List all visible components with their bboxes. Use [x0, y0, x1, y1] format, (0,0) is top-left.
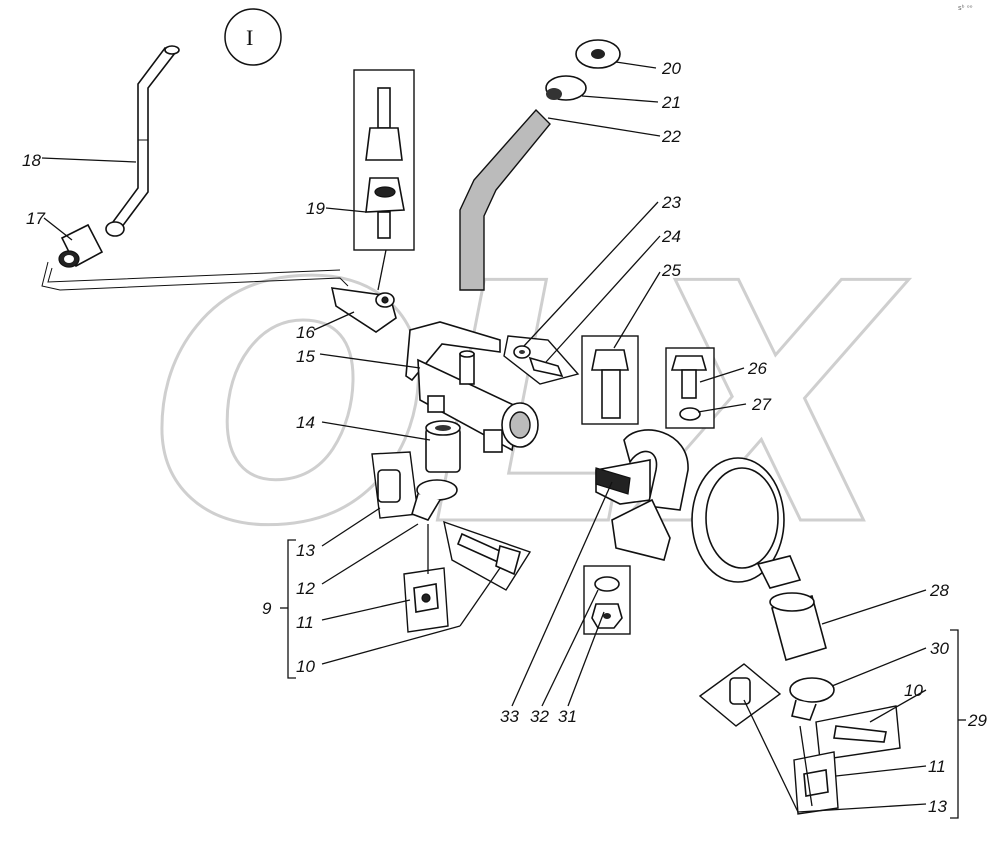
callout-31: 31	[558, 707, 577, 726]
callout-32: 32	[530, 707, 549, 726]
callout-13-upper: 13	[296, 541, 315, 560]
callout-23: 23	[661, 193, 681, 212]
part-15-tube-body	[405, 321, 539, 453]
callout-11-lower: 11	[928, 757, 946, 776]
view-marker: I	[224, 8, 282, 66]
group-brackets	[280, 539, 966, 819]
view-marker-text: I	[246, 25, 253, 50]
callout-28: 28	[929, 581, 949, 600]
part-13-12-clamp-group	[371, 451, 458, 521]
callout-12: 12	[296, 579, 315, 598]
part-23-24-washer-bolt	[503, 335, 580, 385]
callout-10-lower: 10	[904, 681, 923, 700]
callout-19: 19	[306, 199, 325, 218]
part-14-sleeve	[425, 420, 461, 473]
callout-labels: 9 10 10 11 11 12 13 13 14 15 16 17 18 19…	[22, 59, 987, 816]
callout-15: 15	[296, 347, 315, 366]
callout-16: 16	[296, 323, 315, 342]
part-19-fitting-set	[353, 69, 415, 251]
part-16-tee	[330, 287, 397, 333]
part-10-bolt-upper	[443, 520, 532, 591]
part-11-plate-upper	[403, 567, 449, 633]
part-housing	[691, 457, 802, 589]
part-18-pipe	[105, 45, 180, 237]
callout-14: 14	[296, 413, 315, 432]
callout-17: 17	[26, 209, 45, 228]
part-17-sleeve	[58, 223, 104, 268]
part-28-sleeve	[769, 592, 827, 662]
part-20-21-22-flange-hose	[459, 39, 621, 291]
callout-29: 29	[967, 711, 987, 730]
part-26-27-bolt-washer	[665, 347, 715, 429]
callout-24: 24	[661, 227, 681, 246]
part-33-bracket	[595, 429, 689, 561]
callout-13-lower: 13	[928, 797, 947, 816]
callout-10-upper: 10	[296, 657, 315, 676]
callout-11-upper: 11	[296, 613, 314, 632]
part-25-bolt	[581, 335, 639, 425]
callout-26: 26	[747, 359, 767, 378]
callout-25: 25	[661, 261, 681, 280]
corner-mark: sᵇ ᵒᵒ	[958, 4, 973, 12]
part-31-32-washer-nut	[583, 565, 631, 635]
callout-18: 18	[22, 151, 41, 170]
callout-30: 30	[930, 639, 949, 658]
callout-33: 33	[500, 707, 519, 726]
callout-22: 22	[661, 127, 681, 146]
callout-20: 20	[661, 59, 681, 78]
leader-lines	[41, 61, 927, 813]
callout-21: 21	[661, 93, 681, 112]
part-29-clamp-group	[698, 663, 901, 815]
callout-9: 9	[262, 599, 272, 618]
callout-27: 27	[751, 395, 771, 414]
